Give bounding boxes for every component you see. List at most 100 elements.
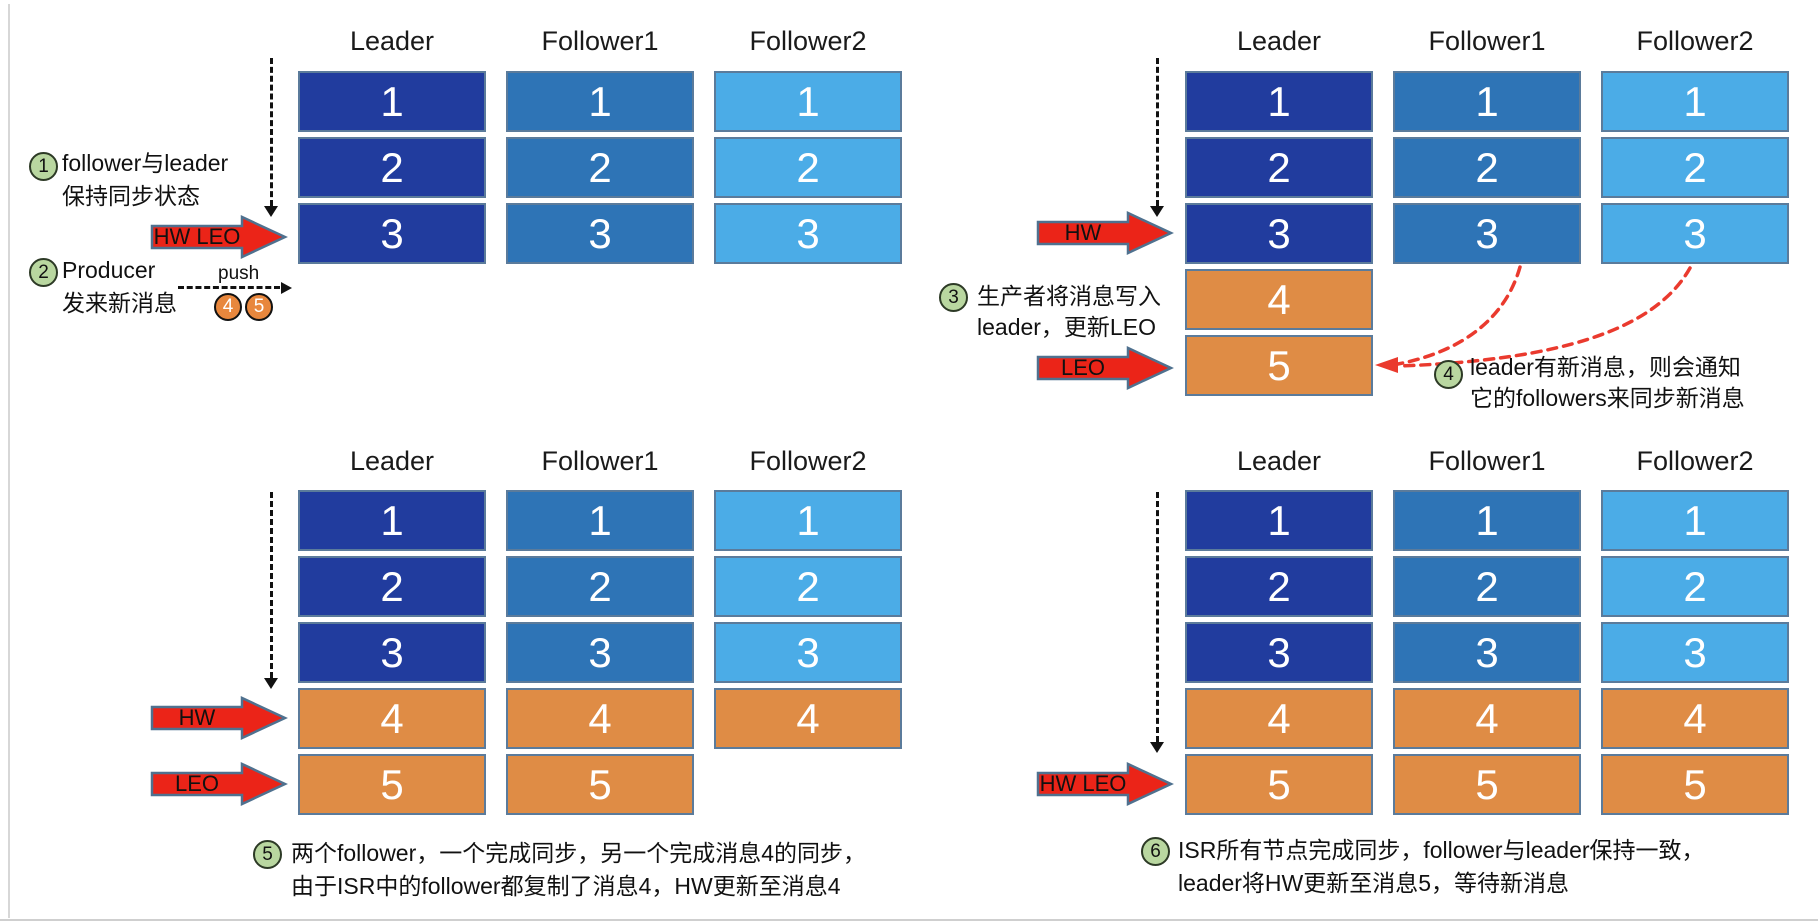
log-cell: 1 (714, 71, 902, 132)
column-header-leader: Leader (1236, 26, 1322, 56)
annotation-line: leader有新消息，则会通知 (1470, 354, 1741, 380)
push-label: push (218, 263, 260, 284)
follower1-column: 1 2 3 4 5 (506, 490, 694, 815)
step-badge-5: 5 (253, 840, 282, 869)
hw-arrow-label: HW (1065, 220, 1102, 245)
message-badge-5: 5 (245, 293, 273, 321)
annotation-line: 生产者将消息写入 (977, 283, 1161, 309)
log-cell: 2 (714, 137, 902, 198)
log-cell: 2 (1185, 556, 1373, 617)
leo-arrow: LEO (150, 762, 288, 806)
annotation-line: Producer (62, 257, 156, 283)
log-cell: 1 (1601, 71, 1789, 132)
log-cell: 3 (506, 622, 694, 683)
arrowhead-down-icon (1150, 206, 1164, 217)
log-cell: 2 (506, 556, 694, 617)
log-cell: 3 (1393, 622, 1581, 683)
log-cell: 1 (1185, 71, 1373, 132)
log-cell-new-message: 4 (1185, 269, 1373, 330)
log-cell: 1 (1185, 490, 1373, 551)
log-cell-new-message: 5 (1601, 754, 1789, 815)
notify-followers-dashed-curves (1375, 265, 1692, 373)
offset-pointer-dashed-arrow (1156, 492, 1159, 742)
column-header-leader: Leader (349, 26, 435, 56)
annotation-step-1: follower与leader 保持同步状态 (62, 147, 228, 213)
log-cell-new-message: 5 (1185, 754, 1373, 815)
column-header-follower1: Follower1 (1428, 446, 1546, 476)
leader-column: 1 2 3 4 5 (298, 490, 486, 815)
step-badge-2: 2 (29, 258, 58, 287)
log-cell: 3 (298, 622, 486, 683)
log-cell-new-message: 4 (1185, 688, 1373, 749)
hw-leo-arrow: HW LEO (150, 215, 288, 259)
log-cell: 3 (506, 203, 694, 264)
annotation-line: 保持同步状态 (62, 183, 200, 209)
column-header-follower1: Follower1 (1428, 26, 1546, 56)
step-badge-3: 3 (939, 283, 968, 312)
log-cell: 2 (298, 556, 486, 617)
arrowhead-down-icon (264, 206, 278, 217)
log-cell-new-message: 5 (298, 754, 486, 815)
arrowhead-right-icon (281, 282, 292, 294)
annotation-step-4: leader有新消息，则会通知 它的followers来同步新消息 (1470, 352, 1745, 414)
log-cell: 3 (714, 203, 902, 264)
page-edge-left (8, 4, 10, 918)
log-cell: 3 (1393, 203, 1581, 264)
log-cell-new-message: 4 (506, 688, 694, 749)
log-cell: 3 (714, 622, 902, 683)
annotation-line: 它的followers来同步新消息 (1470, 385, 1745, 411)
step-badge-1: 1 (29, 152, 58, 181)
hw-arrow-label: HW (179, 705, 216, 730)
log-cell: 2 (1393, 137, 1581, 198)
log-cell-new-message: 4 (1393, 688, 1581, 749)
arrowhead-left-icon (1375, 357, 1398, 373)
leader-column: 1 2 3 4 5 (1185, 71, 1373, 396)
log-cell: 1 (298, 71, 486, 132)
arrowhead-down-icon (1150, 742, 1164, 753)
log-cell: 1 (506, 490, 694, 551)
column-header-follower2: Follower2 (749, 26, 867, 56)
hw-arrow: HW (1036, 211, 1174, 255)
log-cell: 3 (1185, 203, 1373, 264)
leo-arrow: LEO (1036, 346, 1174, 390)
log-cell: 2 (506, 137, 694, 198)
follower1-column: 1 2 3 (1393, 71, 1581, 264)
annotation-step-3: 生产者将消息写入 leader，更新LEO (977, 281, 1161, 343)
follower2-column: 1 2 3 (714, 71, 902, 264)
log-cell: 1 (1393, 71, 1581, 132)
follower1-column: 1 2 3 4 5 (1393, 490, 1581, 815)
log-cell: 2 (1601, 556, 1789, 617)
log-cell: 2 (1393, 556, 1581, 617)
log-cell-new-message: 4 (1601, 688, 1789, 749)
hw-leo-arrow-label: HW LEO (154, 224, 241, 249)
log-cell: 1 (1601, 490, 1789, 551)
follower1-column: 1 2 3 (506, 71, 694, 264)
log-cell: 2 (714, 556, 902, 617)
log-cell: 3 (1601, 622, 1789, 683)
annotation-line: leader将HW更新至消息5，等待新消息 (1178, 870, 1570, 896)
follower2-column: 1 2 3 4 (714, 490, 902, 749)
log-cell-new-message: 4 (714, 688, 902, 749)
annotation-step-2: Producer 发来新消息 (62, 254, 177, 320)
page-edge-bottom (0, 919, 1818, 921)
hw-leo-arrow-label: HW LEO (1040, 771, 1127, 796)
log-cell-new-message: 5 (506, 754, 694, 815)
annotation-step-6: ISR所有节点完成同步，follower与leader保持一致， leader将… (1178, 834, 1705, 900)
message-badge-4: 4 (214, 293, 242, 321)
offset-pointer-dashed-arrow (1156, 58, 1159, 206)
leader-column: 1 2 3 4 5 (1185, 490, 1373, 815)
annotation-line: follower与leader (62, 150, 229, 176)
annotation-line: 两个follower，一个完成同步，另一个完成消息4的同步， (291, 840, 867, 866)
annotation-line: 发来新消息 (62, 290, 177, 316)
log-cell: 3 (1185, 622, 1373, 683)
log-cell: 1 (298, 490, 486, 551)
log-cell-new-message: 5 (1185, 335, 1373, 396)
annotation-line: ISR所有节点完成同步，follower与leader保持一致， (1178, 837, 1705, 863)
arrowhead-down-icon (264, 678, 278, 689)
annotation-step-5: 两个follower，一个完成同步，另一个完成消息4的同步， 由于ISR中的fo… (291, 837, 866, 903)
column-header-follower2: Follower2 (1636, 26, 1754, 56)
hw-arrow: HW (150, 696, 288, 740)
log-cell: 2 (1185, 137, 1373, 198)
log-cell: 3 (298, 203, 486, 264)
